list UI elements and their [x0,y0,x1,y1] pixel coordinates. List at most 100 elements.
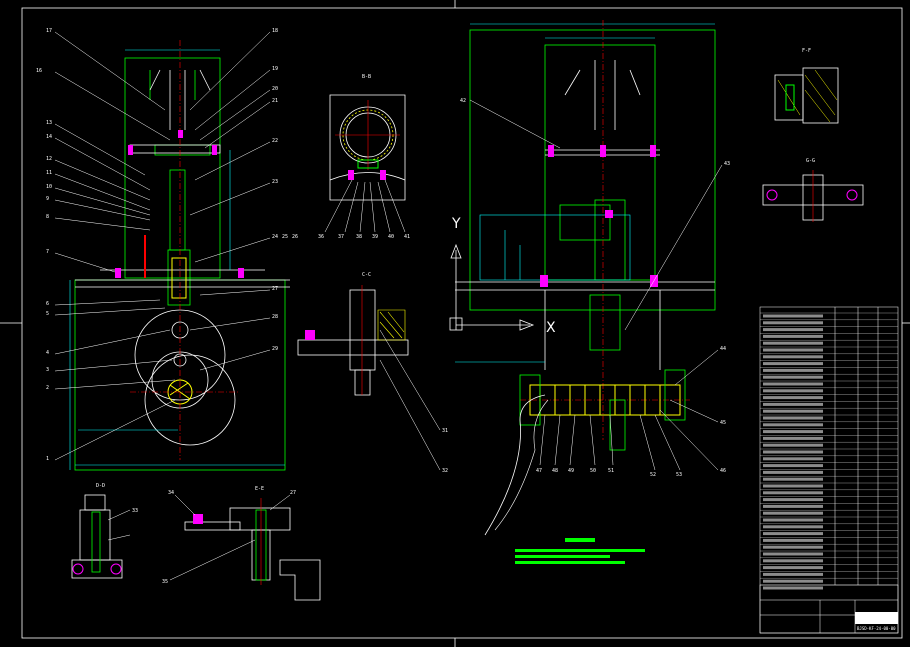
leader-label: 6 [46,301,49,307]
leader-label: 50 [590,468,596,474]
parts-row-text-mark [763,409,823,413]
leader-label: 25 [282,234,288,240]
technical-requirements [515,538,645,564]
leader-label: 26 [292,234,298,240]
leader-label: 47 [536,468,542,474]
parts-row-text-mark [763,430,823,434]
parts-row-text-mark [763,559,823,563]
parts-row-text-mark [763,314,823,318]
parts-row-text-mark [763,586,823,590]
axis-x-label: X [546,320,556,336]
leader-label: 22 [272,138,278,144]
parts-row-text-mark [763,321,823,325]
leader-label: 16 [36,68,42,74]
detail-views-bottom-left: D-D 33 E-E [71,483,321,601]
leader-label: 33 [132,508,138,514]
section-title: D-D [96,483,105,489]
parts-row-text-mark [763,389,823,393]
parts-row-text-mark [763,566,823,570]
notes-line [515,555,610,558]
section-views-top-right: F-F G-G [762,48,864,222]
leader-label: 35 [162,579,168,585]
leader-label: 45 [720,420,726,426]
parts-row-text-mark [763,484,823,488]
parts-row-text-mark [763,518,823,522]
leader-label: 27 [272,286,278,292]
leader-label: 12 [46,156,52,162]
section-title: C-C [362,272,371,278]
parts-row-text-mark [763,436,823,440]
leader-label: 46 [720,468,726,474]
parts-row-text-mark [763,498,823,502]
right-leader-labels: 42 43 44 45 46 47 48 49 50 51 52 53 [460,98,730,478]
left-leader-labels: 17 13 14 12 11 10 9 8 7 6 5 4 3 2 1 16 [36,28,52,462]
leader-label: 52 [650,472,656,478]
parts-row-text-mark [763,525,823,529]
leader-label: 7 [46,249,49,255]
leader-label: 24 [272,234,278,240]
leader-label: 42 [460,98,466,104]
left-view-right-leader-labels: 18 19 20 21 22 23 24 25 26 27 28 29 [272,28,298,352]
notes-line [515,549,645,552]
notes-heading-bar [565,538,595,542]
parts-row-text-mark [763,355,823,359]
leader-label: 41 [404,234,410,240]
section-title: B-B [362,74,371,80]
leader-label: 43 [724,161,730,167]
parts-row-text-mark [763,396,823,400]
parts-row-text-mark [763,491,823,495]
leader-label: 38 [356,234,362,240]
leader-label: 19 [272,66,278,72]
leader-label: 9 [46,196,49,202]
leader-label: 17 [46,28,52,34]
leader-label: 10 [46,184,52,190]
parts-row-text-mark [763,504,823,508]
right-assembly-view [455,20,716,536]
parts-row-text-mark [763,443,823,447]
leader-label: 37 [338,234,344,240]
parts-row-text-mark [763,545,823,549]
leader-label: 39 [372,234,378,240]
section-title: F-F [802,48,811,54]
leader-label: 13 [46,120,52,126]
leader-label: 3 [46,367,49,373]
leader-label: 53 [676,472,682,478]
leader-label: 21 [272,98,278,104]
parts-row-text-mark [763,538,823,542]
axis-y-label: Y [451,216,461,232]
leader-label: 18 [272,28,278,34]
right-leader-lines [469,99,723,471]
leader-label: 11 [46,170,52,176]
parts-row-text-mark [763,477,823,481]
leader-label: 34 [168,490,174,496]
section-view-middle-top: B-B 36 37 38 39 40 [318,74,410,240]
parts-row-text-mark [763,341,823,345]
parts-row-text-mark [763,402,823,406]
parts-row-text-mark [763,375,823,379]
left-leader-lines [54,31,176,461]
parts-row-text-mark [763,348,823,352]
parts-row-text-mark [763,450,823,454]
leader-label: 27 [290,490,296,496]
coordinate-axis-indicator [449,243,535,331]
leader-label: 31 [442,428,448,434]
parts-row-text-mark [763,579,823,583]
notes-line [515,561,625,564]
parts-row-text-mark [763,362,823,366]
parts-list-and-title-block [759,306,899,634]
leader-label: 48 [552,468,558,474]
parts-row-text-mark [763,328,823,332]
parts-row-text-mark [763,511,823,515]
leader-label: 36 [318,234,324,240]
leader-label: 4 [46,350,49,356]
parts-row-text-mark [763,368,823,372]
left-assembly-view [69,40,290,471]
leader-label: 49 [568,468,574,474]
parts-row-text-mark [763,334,823,338]
leader-label: 2 [46,385,49,391]
parts-row-text-mark [763,423,823,427]
leader-label: 32 [442,468,448,474]
parts-row-text-mark [763,470,823,474]
